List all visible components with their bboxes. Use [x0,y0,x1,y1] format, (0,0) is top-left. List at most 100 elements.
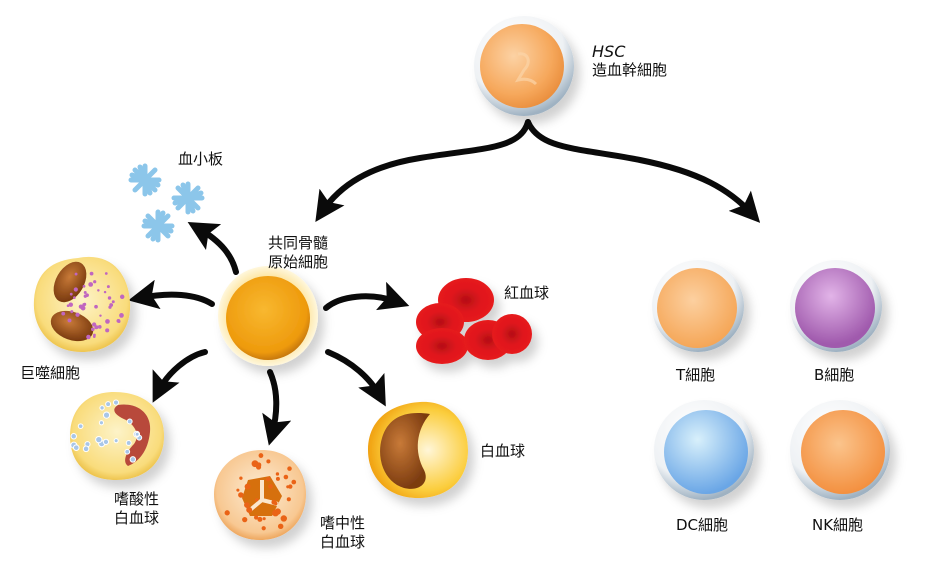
granule [280,515,288,522]
granule [265,477,271,482]
granule [244,483,251,490]
granule [97,324,102,329]
arrow-to-platelet [187,221,239,275]
granule [283,474,289,480]
hsc-name: 造血幹細胞 [592,61,668,79]
platelet-label: 血小板 [178,150,224,168]
granule [92,335,96,338]
granule [77,423,84,430]
neutrophil-cell [214,450,306,540]
granule [83,294,87,298]
granule [92,322,97,327]
granule [262,517,266,521]
eosinophil-label: 嗜酸性 白血球 [114,490,159,528]
granule [83,291,87,294]
granule [86,334,91,340]
granule [113,438,119,444]
granule [75,312,80,317]
hsc-label: HSC 造血幹細胞 [592,42,667,80]
arrow-hsc-to-progenitor [315,119,531,222]
eosinophil-line-1: 嗜酸性 [114,490,160,508]
granule [102,411,111,419]
granule [224,510,230,516]
granule [106,285,110,289]
b-cell-label: B細胞 [814,366,855,384]
nk-cell-label: NK細胞 [812,516,864,534]
granule [68,302,74,307]
granule [94,304,98,309]
granule [288,484,293,489]
eosinophil-line-2: 白血球 [114,509,160,527]
granule [134,431,140,437]
granule [72,444,80,451]
granule [291,479,297,485]
arrow-to-macrophage [128,279,215,310]
nk-cell [790,400,890,500]
platelets [128,163,205,243]
granule [98,420,105,426]
granule [239,476,243,480]
common-progenitor-cell [218,266,318,366]
granule [244,502,250,508]
granule [89,271,94,276]
arrows [128,119,761,446]
arrow-hsc-to-lymphoid [525,119,761,223]
granule [275,476,280,481]
granule [111,300,115,304]
granule [129,456,137,463]
granule [69,292,73,296]
granule [272,509,279,517]
granule [275,472,280,476]
granule [73,287,78,292]
granule [93,280,97,284]
granule [109,303,114,307]
granule [119,294,125,300]
granule [78,304,84,309]
granule [105,328,110,333]
granule [236,488,240,492]
arrow-to-eosinophil [152,349,208,403]
common-progenitor-line-2: 原始細胞 [268,253,329,271]
granule [119,313,124,318]
arrow-to-wbc [325,349,386,407]
red-blood-cells [416,278,532,364]
granule [74,272,78,276]
granule [90,327,95,332]
granule [88,282,94,287]
granule [238,492,244,498]
granule [67,318,72,323]
macrophage-cell [33,256,131,352]
granule [104,272,108,275]
granule [61,311,66,316]
arrow-to-neutrophil [262,369,292,446]
b-cell [790,260,882,352]
granule [124,448,131,455]
hsc-abbr: HSC [592,42,626,61]
red-blood-cell-label: 紅血球 [504,284,550,302]
granule [73,296,76,300]
granule [97,289,100,292]
granule [105,401,112,408]
granule [257,516,263,522]
neutrophil-label: 嗜中性 白血球 [320,514,365,552]
granule [105,319,110,324]
white-blood-cell [368,401,468,498]
granule [99,314,102,317]
granule [99,405,105,411]
dc-cell-label: DC細胞 [676,516,729,534]
granule [107,296,112,300]
granule [103,290,107,294]
granule [268,484,273,489]
granule [95,435,103,444]
eosinophil-cell [70,392,164,480]
granule [70,433,77,440]
common-progenitor-label: 共同骨髓 原始細胞 [268,234,328,272]
neutrophil-line-2: 白血球 [320,533,366,551]
granule [286,497,291,502]
common-progenitor-line-1: 共同骨髓 [268,234,329,252]
t-cell [652,260,744,352]
granule [266,459,271,464]
granule [112,399,120,406]
granule [117,320,121,324]
